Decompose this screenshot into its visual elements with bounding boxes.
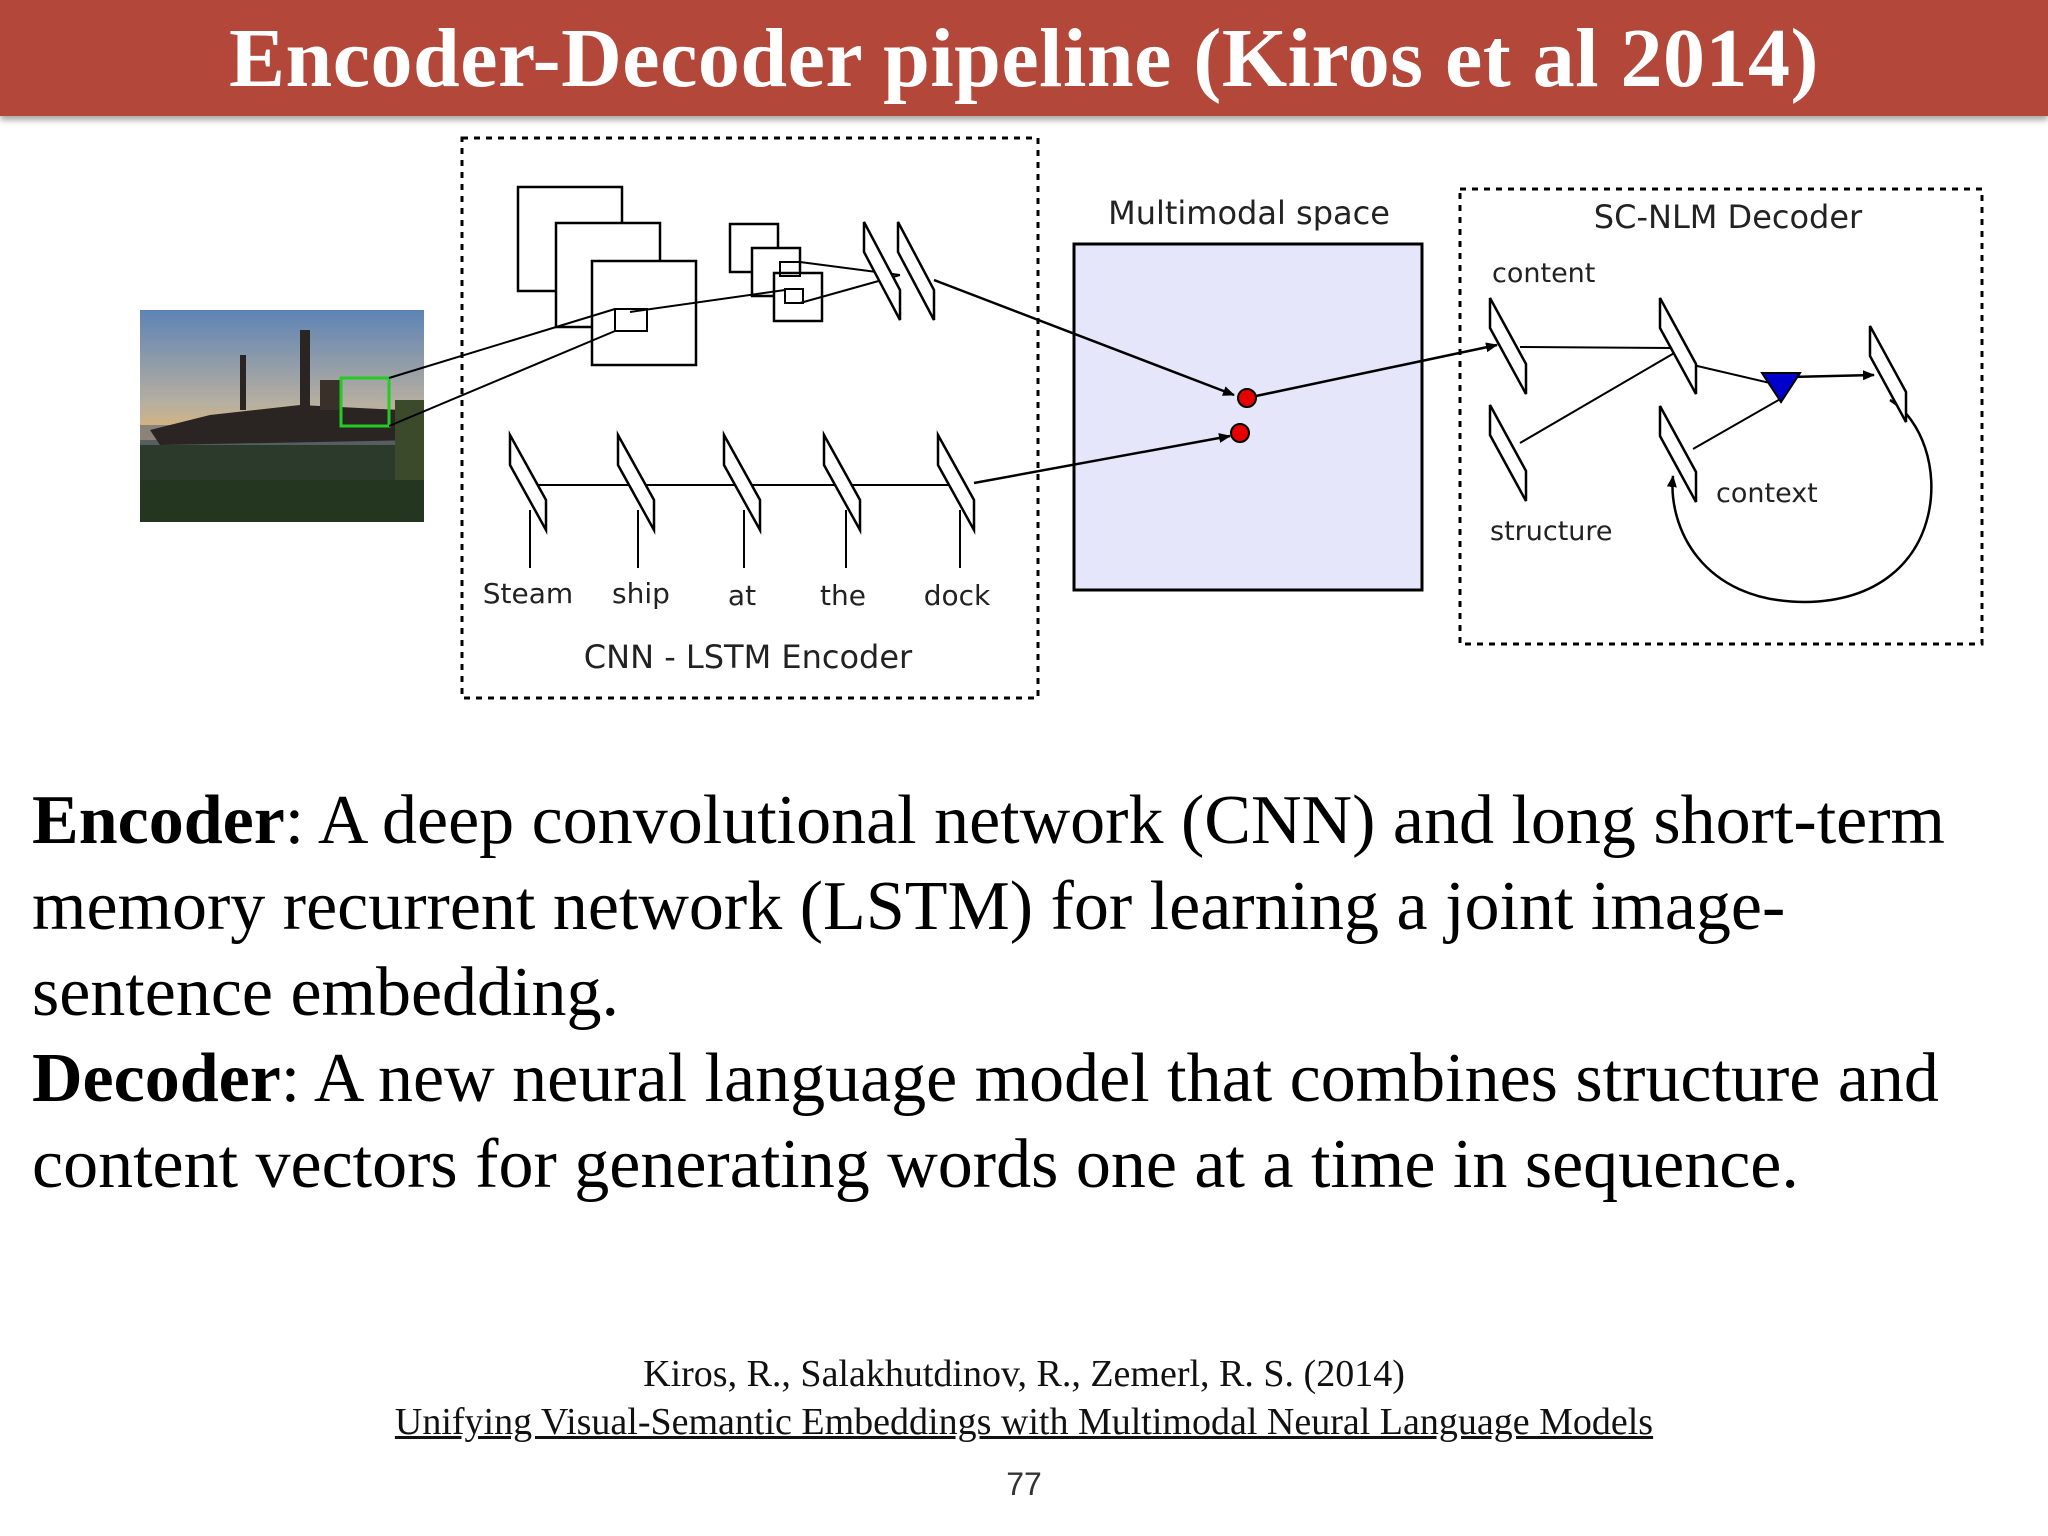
- page-number: 77: [1006, 1466, 1042, 1502]
- encoder-term: Encoder: [32, 782, 285, 859]
- multimodal-space-box: [1072, 242, 1424, 592]
- encoder-description: Encoder: A deep convolutional network (C…: [32, 778, 2022, 1036]
- citation-authors: Kiros, R., Salakhutdinov, R., Zemerl, R.…: [643, 1353, 1405, 1395]
- input-image: [140, 310, 424, 522]
- title-bar: Encoder-Decoder pipeline (Kiros et al 20…: [0, 0, 2048, 116]
- decoder-term: Decoder: [32, 1040, 281, 1117]
- decoder-text: : A new neural language model that combi…: [32, 1040, 1939, 1203]
- decoder-description: Decoder: A new neural language model tha…: [32, 1036, 2022, 1208]
- decoder-box: [1458, 187, 1984, 646]
- context-label: context: [1716, 478, 1818, 509]
- structure-label: structure: [1490, 516, 1613, 547]
- word-label: dock: [924, 579, 991, 612]
- encoder-label: CNN - LSTM Encoder: [584, 638, 913, 676]
- citation: Kiros, R., Salakhutdinov, R., Zemerl, R.…: [0, 1350, 2048, 1446]
- word-label: the: [820, 579, 866, 612]
- sentence-embedding-point: [1230, 423, 1250, 443]
- image-embedding-point: [1237, 388, 1257, 408]
- decoder-units: [1488, 297, 1908, 503]
- word-label: ship: [612, 577, 670, 610]
- combine-triangle: [1760, 372, 1802, 404]
- decoder-label: SC-NLM Decoder: [1594, 198, 1863, 236]
- multimodal-label: Multimodal space: [1108, 194, 1390, 232]
- citation-paper-link[interactable]: Unifying Visual-Semantic Embeddings with…: [394, 1401, 1654, 1443]
- lstm-units: [508, 430, 976, 535]
- encoder-box: [460, 136, 1040, 700]
- cnn-output-units: [862, 221, 936, 321]
- slide-title: Encoder-Decoder pipeline (Kiros et al 20…: [228, 11, 1820, 105]
- word-label: at: [728, 579, 756, 612]
- content-label: content: [1492, 258, 1595, 289]
- encoder-text: : A deep convolutional network (CNN) and…: [32, 782, 1946, 1031]
- body-text: Encoder: A deep convolutional network (C…: [32, 778, 2022, 1208]
- pipeline-diagram: Steam ship at the dock CNN - LSTM Encode…: [140, 136, 1984, 700]
- image-region-box: [339, 376, 391, 428]
- cnn-feature-maps: [516, 185, 824, 367]
- word-label: Steam: [483, 577, 573, 610]
